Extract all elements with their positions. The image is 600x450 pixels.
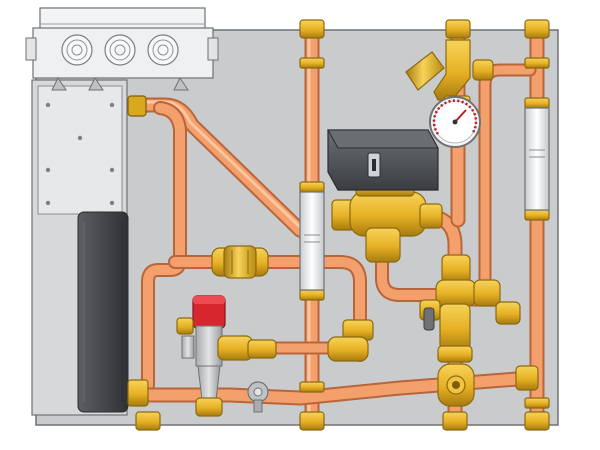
elbow-fitting — [472, 59, 494, 81]
pipe-check-valve-run — [168, 255, 367, 362]
pipe-mixer-bypass — [375, 243, 452, 302]
circulation-pump — [31, 79, 129, 416]
cable-gland-icon — [147, 34, 179, 66]
elbow-fitting — [515, 365, 539, 391]
check-valve-lower — [437, 363, 475, 407]
pump-motor — [77, 211, 129, 413]
pipe-union — [327, 319, 374, 362]
junction-box — [25, 7, 219, 91]
thermometer-gauge — [429, 96, 481, 148]
brass-fittings — [127, 19, 550, 431]
flow-sight-glass — [524, 107, 550, 211]
cable-gland-icon — [104, 34, 136, 66]
check-valve — [211, 245, 269, 279]
ball-valve — [419, 254, 521, 363]
safety-valve — [176, 295, 277, 417]
flow-sight-glass — [299, 191, 325, 291]
cable-gland-icon — [61, 34, 93, 66]
drain-valve — [247, 381, 269, 413]
valve-actuator — [327, 129, 439, 191]
